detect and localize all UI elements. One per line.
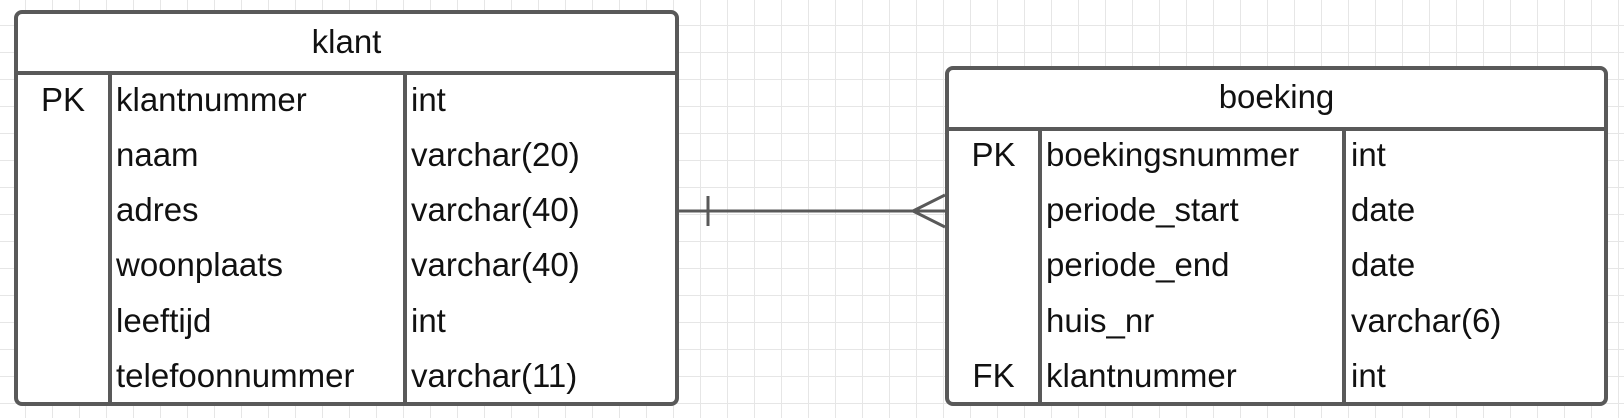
field-type: varchar(20) xyxy=(411,136,580,173)
key-column-divider xyxy=(1038,127,1042,402)
key-column-divider xyxy=(108,71,112,402)
many-cardinality-crowfoot-upper xyxy=(912,193,946,213)
field-type: int xyxy=(411,302,446,339)
entity-klant[interactable]: klant PK klantnummer int naam varchar(20… xyxy=(14,10,679,406)
field-name: telefoonnummer xyxy=(116,357,355,394)
header-divider xyxy=(949,127,1604,131)
key-cell: PK xyxy=(40,81,86,118)
field-type: varchar(11) xyxy=(411,357,578,394)
field-name: leeftijd xyxy=(116,302,212,339)
field-type: varchar(40) xyxy=(411,246,580,283)
field-name: huis_nr xyxy=(1046,302,1155,339)
type-column-divider xyxy=(1342,127,1346,402)
field-type: varchar(6) xyxy=(1351,302,1502,339)
entity-title: klant xyxy=(311,23,382,60)
type-column-divider xyxy=(403,71,407,402)
field-type: int xyxy=(1351,136,1386,173)
entity-title: boeking xyxy=(1218,78,1335,115)
field-name: klantnummer xyxy=(116,81,307,118)
field-type: int xyxy=(411,81,446,118)
field-name: boekingsnummer xyxy=(1046,136,1300,173)
field-type: varchar(40) xyxy=(411,191,580,228)
field-type: date xyxy=(1351,191,1416,228)
key-cell: PK xyxy=(971,136,1016,173)
field-name: klantnummer xyxy=(1046,357,1237,394)
many-cardinality-crowfoot-lower xyxy=(912,209,946,229)
field-name: adres xyxy=(116,191,199,228)
field-name: woonplaats xyxy=(116,246,283,283)
header-divider xyxy=(18,71,675,75)
entity-boeking[interactable]: boeking PK boekingsnummer int periode_st… xyxy=(945,66,1608,406)
field-type: date xyxy=(1351,246,1416,283)
field-name: naam xyxy=(116,136,199,173)
field-name: periode_start xyxy=(1046,191,1239,228)
field-name: periode_end xyxy=(1046,246,1230,283)
key-cell: FK xyxy=(972,357,1015,394)
field-type: int xyxy=(1351,357,1386,394)
